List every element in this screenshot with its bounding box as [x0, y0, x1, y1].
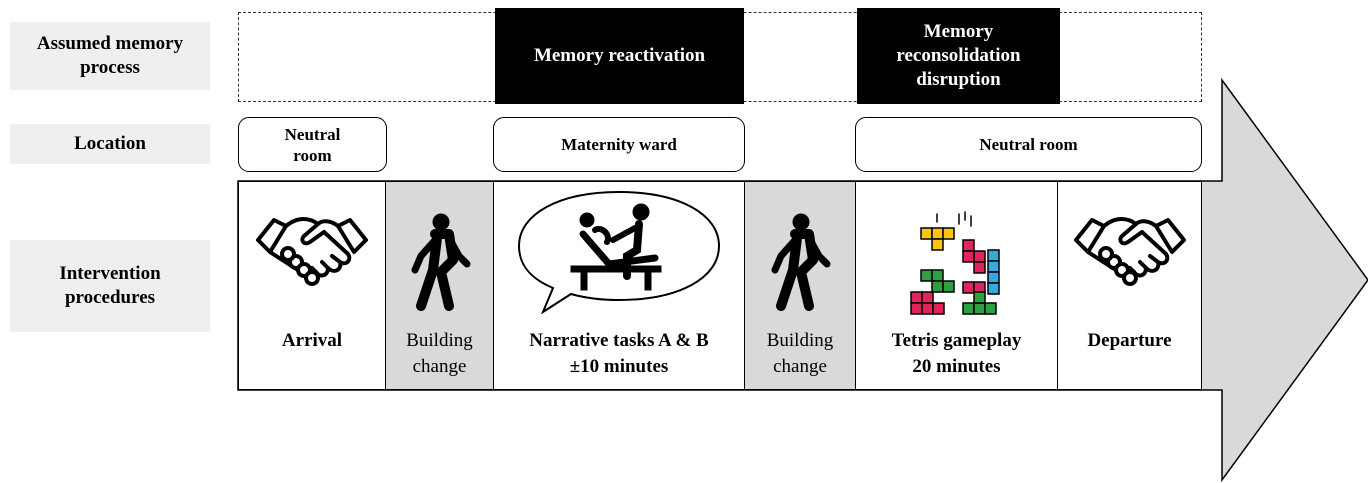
procedure-narrative-label: Narrative tasks A & B ±10 minutes [529, 330, 709, 377]
procedure-building-change-1-label: Building change [406, 330, 473, 377]
procedure-narrative: Narrative tasks A & B ±10 minutes [493, 181, 745, 390]
memory-reconsolidation-box: Memory reconsolidation disruption [857, 8, 1060, 104]
row-label-memory-process: Assumed memory process [10, 22, 210, 90]
procedure-building-change-2: Building change [744, 181, 856, 390]
handshake-icon [239, 202, 385, 302]
procedure-departure-label: Departure [1087, 330, 1172, 351]
handshake-icon [1058, 202, 1201, 302]
procedure-arrival-label: Arrival [281, 330, 343, 351]
walking-person-icon [745, 212, 855, 312]
speech-bubble-birth-icon [494, 184, 744, 314]
procedure-arrival: Arrival [238, 181, 386, 390]
tetris-blocks-icon [856, 210, 1057, 320]
location-neutral-room-1: Neutral room [238, 117, 387, 172]
procedure-building-change-2-label: Building change [766, 330, 834, 377]
procedure-building-change-1: Building change [385, 181, 494, 390]
memory-reactivation-box: Memory reactivation [495, 8, 744, 104]
walking-person-icon [386, 212, 493, 312]
procedure-tetris-label: Tetris gameplay 20 minutes [891, 330, 1022, 377]
procedure-tetris: Tetris gameplay 20 minutes [855, 181, 1058, 390]
row-label-intervention: Intervention procedures [10, 240, 210, 332]
location-neutral-room-2: Neutral room [855, 117, 1202, 172]
row-label-location: Location [10, 124, 210, 164]
procedure-departure: Departure [1057, 181, 1202, 390]
location-maternity-ward: Maternity ward [493, 117, 745, 172]
